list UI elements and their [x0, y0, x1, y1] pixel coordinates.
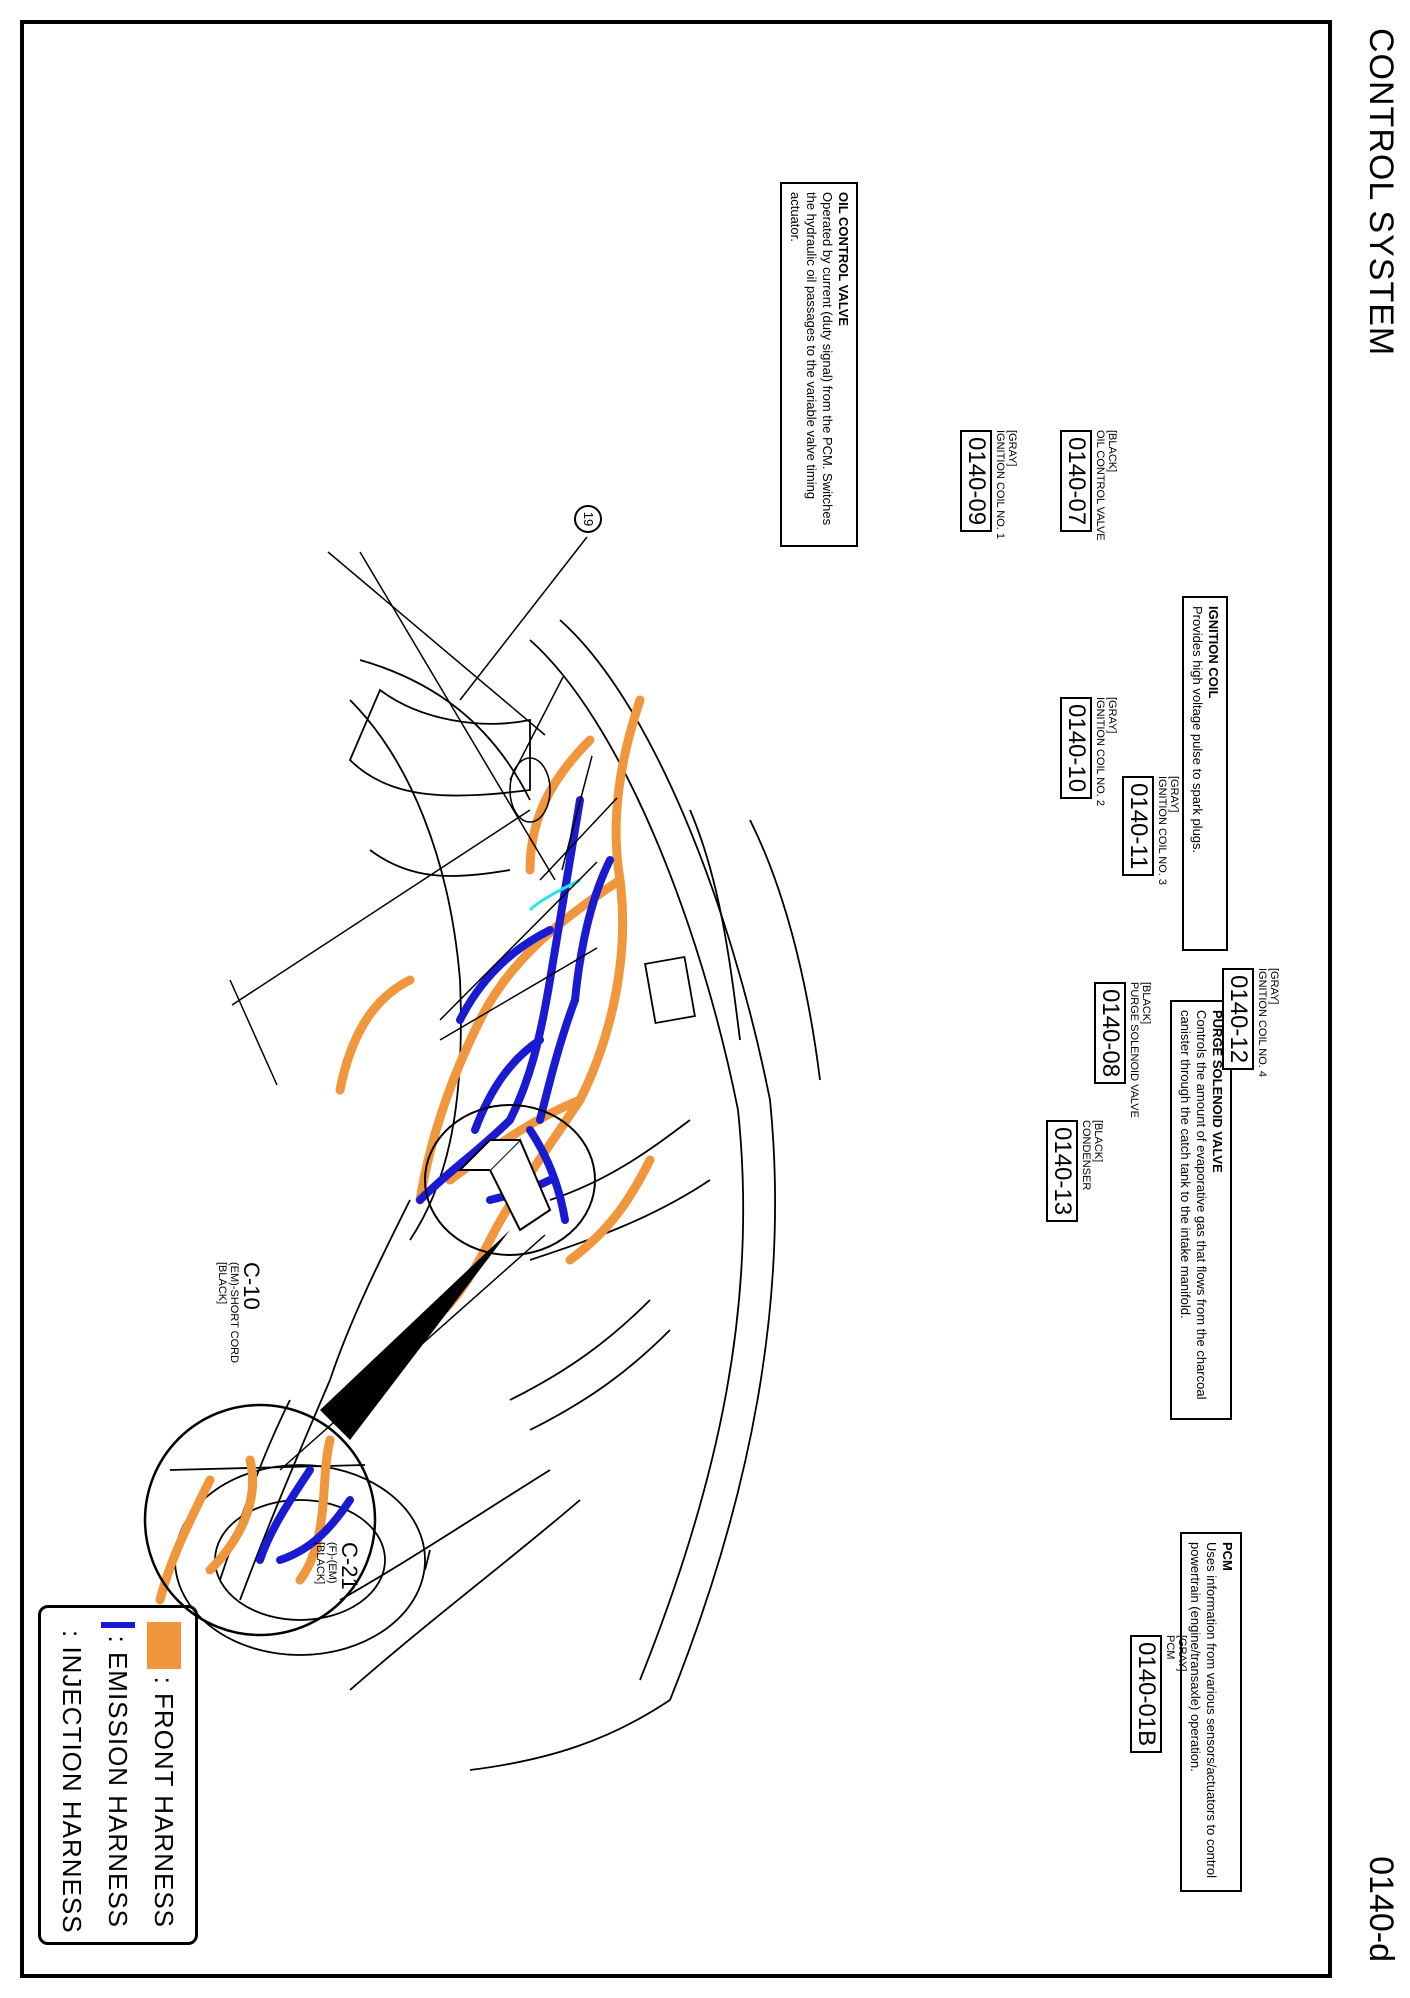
info-box-title: OIL CONTROL VALVE — [836, 192, 851, 327]
injection-harness-routing — [528, 878, 581, 912]
connector-color: [BLACK] — [216, 1262, 228, 1305]
info-box-text: Provides high voltage pulse to spark plu… — [1190, 606, 1205, 854]
callout-0140-12: [GRAY] IGNITION COIL NO. 4 0140-12 — [1222, 968, 1280, 1077]
callout-code: 0140-01B — [1130, 1635, 1162, 1754]
legend-item-emission-harness: : EMISSION HARNESS — [95, 1622, 141, 1928]
callout-code: 0140-07 — [1060, 430, 1092, 533]
connector-label-c10: C-10 (EM)-SHORT CORD [BLACK] — [216, 1262, 264, 1364]
callout-code: 0140-08 — [1094, 982, 1126, 1085]
callout-name: IGNITION COIL NO. 2 — [1094, 697, 1106, 806]
leader-lines — [229, 536, 618, 1471]
legend-swatch — [147, 1622, 181, 1669]
legend-label: : FRONT HARNESS — [149, 1676, 180, 1928]
callout-code: 0140-10 — [1060, 697, 1092, 800]
callout-color: [GRAY] — [1176, 1635, 1188, 1672]
callout-code: 0140-11 — [1122, 776, 1154, 877]
callout-0140-11: [GRAY] IGNITION COIL NO. 3 0140-11 — [1122, 776, 1180, 885]
info-box-title: PCM — [1220, 1542, 1235, 1571]
info-box-title: IGNITION COIL — [1206, 606, 1221, 699]
callout-name: IGNITION COIL NO. 1 — [994, 430, 1006, 539]
connector-desc: (F)-(EM) — [326, 1542, 338, 1584]
callout-name: OIL CONTROL VALVE — [1094, 430, 1106, 541]
callout-0140-01b: [GRAY] PCM 0140-01B — [1130, 1635, 1188, 1754]
callout-color: [GRAY] — [1268, 968, 1280, 1005]
info-box-text: Operated by current (duty signal) from t… — [788, 192, 835, 526]
legend-item-injection-harness: : INJECTION HARNESS — [49, 1622, 95, 1934]
callout-code: 0140-09 — [960, 430, 992, 533]
callout-0140-13: [BLACK] CONDENSER 0140-13 — [1046, 1120, 1104, 1223]
callout-color: [BLACK] — [1106, 430, 1118, 473]
callout-0140-08: [BLACK] PURGE SOLENOID VALVE 0140-08 — [1094, 982, 1152, 1118]
callout-color: [GRAY] — [1006, 430, 1018, 467]
info-box-oil-control-valve: OIL CONTROL VALVE Operated by current (d… — [780, 182, 858, 547]
legend-label: : EMISSION HARNESS — [103, 1635, 134, 1929]
callout-name: IGNITION COIL NO. 3 — [1156, 776, 1168, 885]
pcm-zoom-beam — [320, 1230, 510, 1440]
info-box-text: Uses information from various sensors/ac… — [1188, 1542, 1219, 1878]
callout-0140-07: [BLACK] OIL CONTROL VALVE 0140-07 — [1060, 430, 1118, 541]
callout-color: [BLACK] — [1092, 1120, 1104, 1163]
pcm-zoom-ring — [424, 1104, 596, 1256]
callout-name: PCM — [1164, 1635, 1176, 1660]
connector-id: C-21 — [337, 1542, 362, 1590]
connector-id: C-10 — [239, 1262, 264, 1310]
legend-label: : INJECTION HARNESS — [57, 1630, 88, 1934]
connector-desc: (EM)-SHORT CORD — [228, 1262, 240, 1364]
callout-name: CONDENSER — [1080, 1120, 1092, 1191]
pcm-detail-circle — [143, 1403, 377, 1637]
info-box-text: Controls the amount of evaporative gas t… — [1178, 1010, 1209, 1400]
callout-0140-10: [GRAY] IGNITION COIL NO. 2 0140-10 — [1060, 697, 1118, 806]
callout-code: 0140-12 — [1222, 968, 1254, 1071]
info-box-pcm: PCM Uses information from various sensor… — [1180, 1532, 1242, 1892]
callout-name: PURGE SOLENOID VALVE — [1128, 982, 1140, 1118]
emission-harness-routing — [256, 796, 614, 1564]
info-box-ignition-coil: IGNITION COIL Provides high voltage puls… — [1182, 596, 1228, 951]
connector-color: [BLACK] — [314, 1542, 326, 1585]
callout-name: IGNITION COIL NO. 4 — [1256, 968, 1268, 1077]
ground-ring — [509, 757, 551, 823]
harness-legend: : FRONT HARNESS : EMISSION HARNESS : INJ… — [38, 1605, 198, 1945]
legend-item-front-harness: : FRONT HARNESS — [141, 1622, 187, 1928]
legend-swatch — [101, 1622, 135, 1628]
callout-0140-09: [GRAY] IGNITION COIL NO. 1 0140-09 — [960, 430, 1018, 539]
pcm-unit — [457, 1138, 552, 1232]
callout-code: 0140-13 — [1046, 1120, 1078, 1223]
ground-point-marker: 19 — [574, 505, 602, 533]
callout-color: [GRAY] — [1168, 776, 1180, 813]
callout-color: [BLACK] — [1140, 982, 1152, 1025]
connector-label-c21: C-21 (F)-(EM) [BLACK] — [314, 1542, 362, 1590]
callout-color: [GRAY] — [1106, 697, 1118, 734]
